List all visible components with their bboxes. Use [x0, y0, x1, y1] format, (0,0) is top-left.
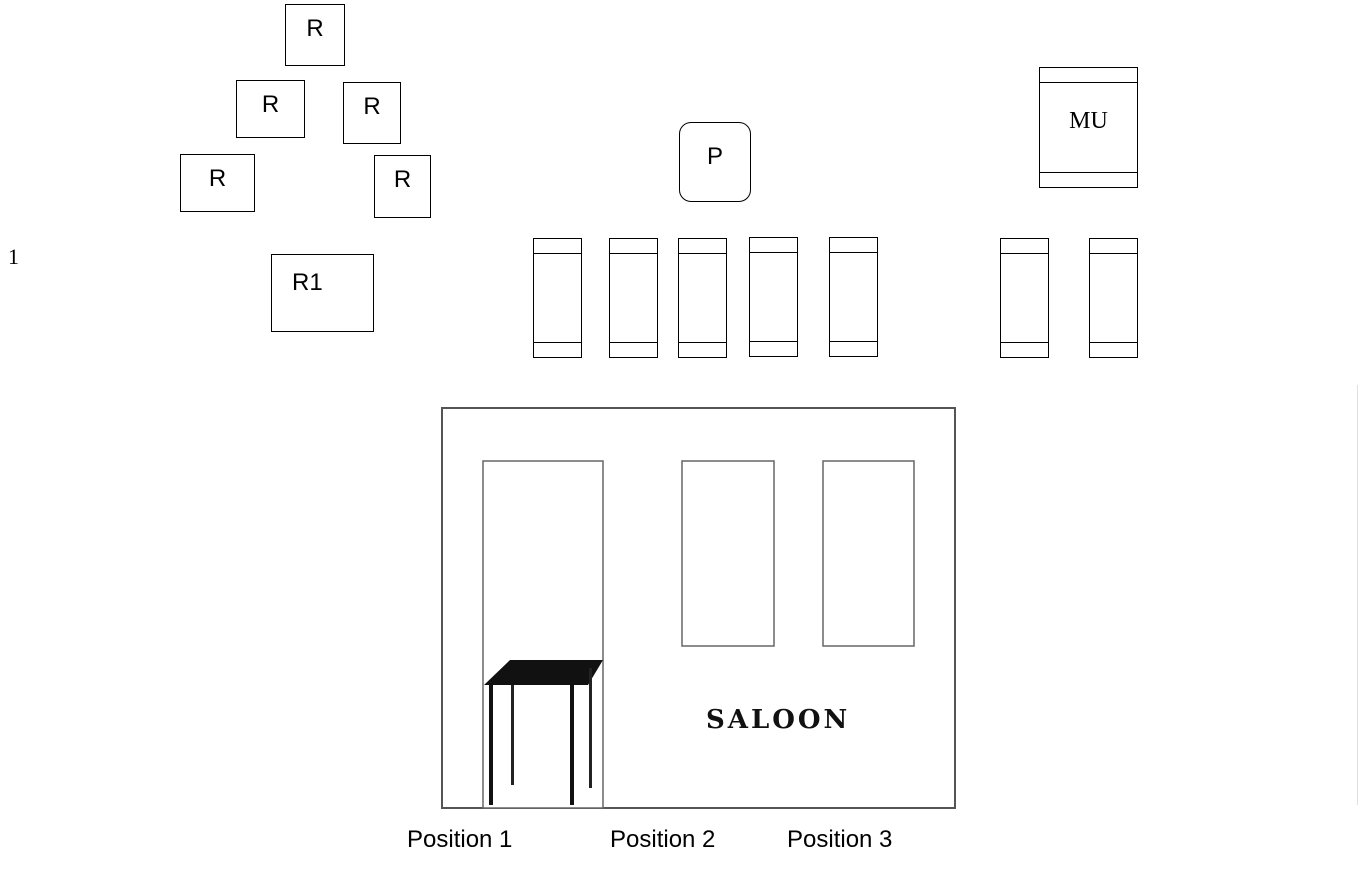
- p-box: P: [679, 122, 751, 202]
- right-edge-line: [1357, 385, 1358, 805]
- table-icon: [484, 660, 603, 805]
- bench-6: [1000, 238, 1049, 358]
- building-door: [482, 460, 604, 809]
- bench-3: [678, 238, 727, 358]
- bench-1: [533, 238, 582, 358]
- mu-box: MU: [1039, 67, 1138, 188]
- side-number: 1: [8, 244, 19, 269]
- bench-7: [1089, 238, 1138, 358]
- position-1-label: Position 1: [407, 826, 513, 853]
- r1-box: R1: [271, 254, 374, 332]
- position-2-label: Position 2: [610, 826, 716, 853]
- position-3-label: Position 3: [787, 826, 893, 853]
- mu-box-label: MU: [1069, 108, 1108, 134]
- saloon-sign: SALOON: [706, 705, 850, 735]
- r-box-lower-right: R: [374, 155, 431, 218]
- bench-5: [829, 237, 878, 357]
- r-box-upper-right: R: [343, 82, 401, 144]
- r-box-lower-left: R: [180, 154, 255, 212]
- r-box-upper-left: R: [236, 80, 305, 138]
- bench-4: [749, 237, 798, 357]
- building-window-1: [681, 460, 775, 647]
- bench-2: [609, 238, 658, 358]
- r-box-top: R: [285, 4, 345, 66]
- building-window-2: [822, 460, 915, 647]
